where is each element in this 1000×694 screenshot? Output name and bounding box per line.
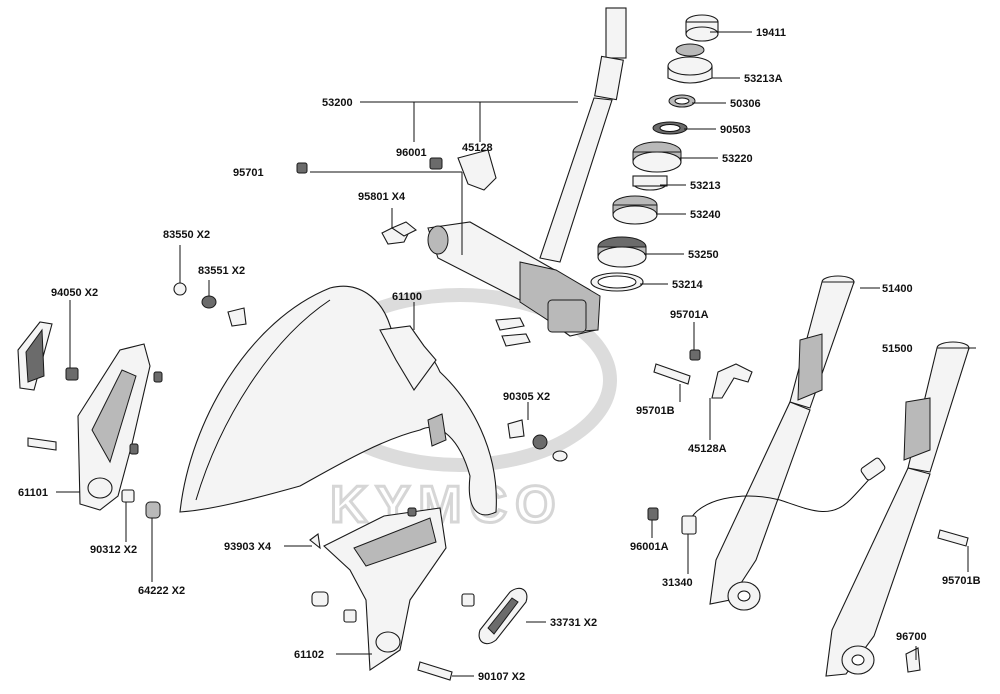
- label-96700: 96700: [896, 631, 927, 643]
- label-53220: 53220: [722, 153, 753, 165]
- label-90312: 90312 X2: [90, 544, 137, 556]
- label-95701A: 95701A: [670, 309, 709, 321]
- label-31340: 31340: [662, 577, 693, 589]
- right-bracket: [323, 507, 447, 671]
- small-hardware: [27, 282, 969, 681]
- label-53250: 53250: [688, 249, 719, 261]
- front-fender: [179, 285, 497, 516]
- label-90305: 90305 X2: [503, 391, 550, 403]
- label-33731: 33731 X2: [550, 617, 597, 629]
- label-53240: 53240: [690, 209, 721, 221]
- label-95801: 95801 X4: [358, 191, 406, 203]
- label-51500: 51500: [882, 343, 913, 355]
- label-53213A: 53213A: [744, 73, 783, 85]
- fork-left: [709, 275, 855, 611]
- label-93903: 93903 X4: [224, 541, 272, 553]
- label-64222: 64222 X2: [138, 585, 185, 597]
- label-53214: 53214: [672, 279, 703, 291]
- label-19411: 19411: [756, 27, 786, 39]
- label-61100: 61100: [392, 291, 422, 303]
- steering-stem: [427, 7, 627, 337]
- label-45128: 45128: [462, 142, 493, 154]
- label-83550: 83550 X2: [163, 229, 210, 241]
- stem-hardware: [296, 149, 531, 347]
- sensor-cable: [681, 457, 886, 535]
- bracket-45128A: [711, 363, 753, 399]
- label-45128A: 45128A: [688, 443, 727, 455]
- label-61101: 61101: [18, 487, 48, 499]
- label-95701B: 95701B: [636, 405, 675, 417]
- label-94050: 94050 X2: [51, 287, 98, 299]
- label-51400: 51400: [882, 283, 913, 295]
- label-95701: 95701: [233, 167, 264, 179]
- part-labels: 19411 53213A 50306 90503 53220 53213 532…: [18, 27, 981, 683]
- label-61102: 61102: [294, 649, 324, 661]
- label-53200: 53200: [322, 97, 353, 109]
- label-83551: 83551 X2: [198, 265, 245, 277]
- guide: [478, 587, 528, 645]
- fork-right: [825, 341, 970, 677]
- label-90503: 90503: [720, 124, 751, 136]
- label-95701B-right: 95701B: [942, 575, 981, 587]
- left-bracket: [17, 321, 151, 511]
- label-53213: 53213: [690, 180, 721, 192]
- leader-lines: [56, 31, 976, 677]
- label-96001: 96001: [396, 147, 427, 159]
- label-90107: 90107 X2: [478, 671, 525, 683]
- label-50306: 50306: [730, 98, 761, 110]
- label-96001A: 96001A: [630, 541, 669, 553]
- bearing-stack: [590, 14, 719, 292]
